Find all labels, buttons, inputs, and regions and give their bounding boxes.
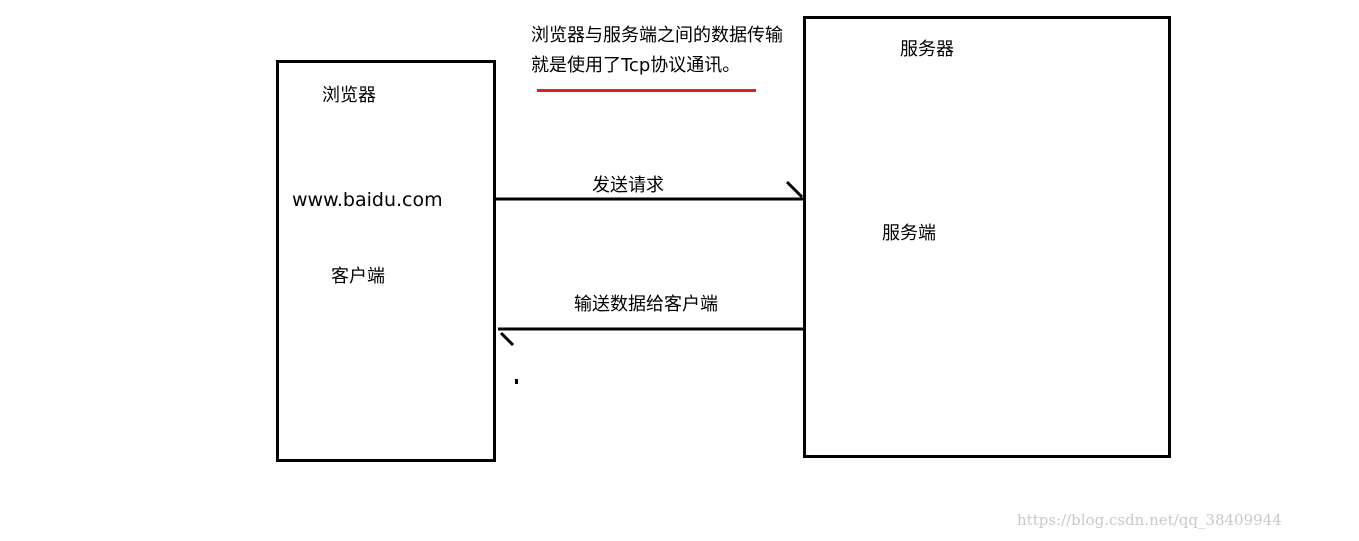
- request-label: 发送请求: [592, 175, 664, 196]
- watermark: https://blog.csdn.net/qq_38409944: [1017, 511, 1282, 529]
- server-box: [803, 16, 1171, 458]
- browser-box: [276, 60, 496, 462]
- response-arrowhead: [499, 331, 515, 347]
- server-title: 服务器: [900, 39, 954, 60]
- browser-title: 浏览器: [322, 85, 376, 106]
- stray-dot: [515, 379, 518, 384]
- server-label: 服务端: [882, 223, 936, 244]
- tcp-note: 浏览器与服务端之间的数据传输就是使用了Tcp协议通讯。: [531, 25, 783, 76]
- request-arrowhead: [785, 180, 804, 199]
- client-label: 客户端: [331, 266, 385, 287]
- browser-url: www.baidu.com: [292, 189, 443, 211]
- response-label: 输送数据给客户端: [574, 294, 718, 315]
- note-underline: [537, 89, 756, 92]
